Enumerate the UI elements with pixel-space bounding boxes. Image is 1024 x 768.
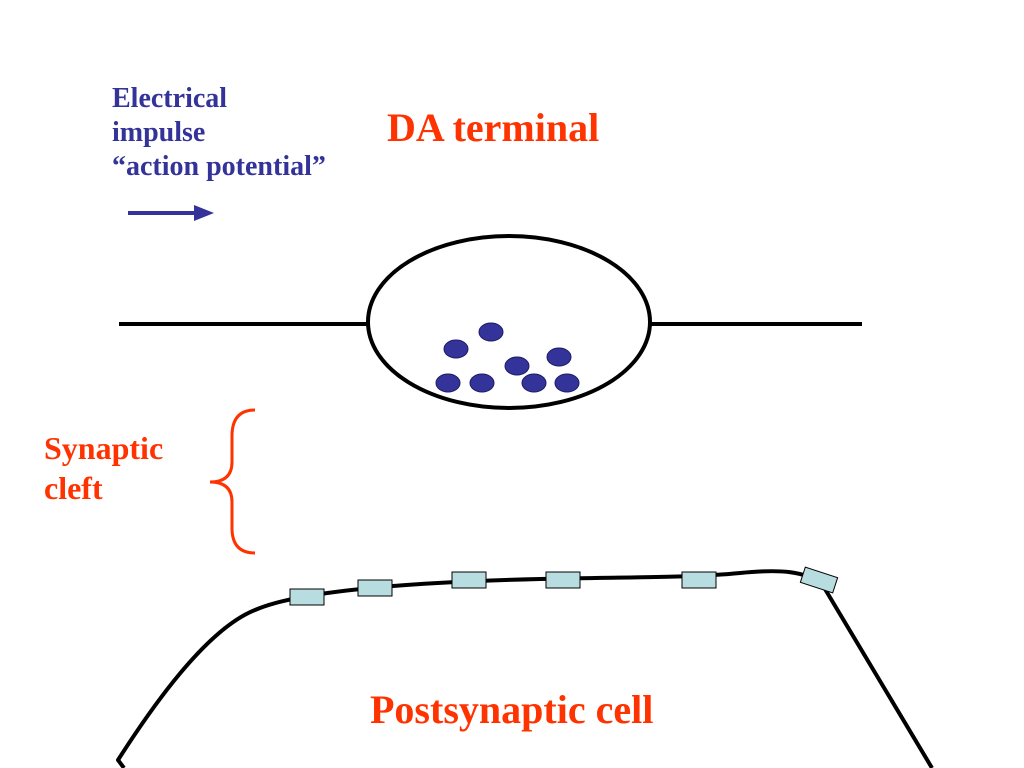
receptor xyxy=(799,566,839,594)
da-terminal xyxy=(366,234,652,410)
vesicle xyxy=(469,373,495,393)
impulse-label-line: impulse xyxy=(112,117,206,148)
vesicle xyxy=(504,356,530,376)
receptors xyxy=(289,566,839,606)
curly-brace-icon xyxy=(209,408,256,555)
vesicle xyxy=(521,373,547,393)
receptor xyxy=(451,571,487,589)
synaptic-cleft-label: Synaptic cleft xyxy=(44,428,163,508)
arrow-right-icon xyxy=(128,205,214,221)
impulse-label-line: Electrical xyxy=(112,83,228,114)
synaptic-cleft-label-line: Synaptic xyxy=(44,430,164,466)
vesicles xyxy=(435,322,580,393)
receptor xyxy=(681,571,717,589)
postsynaptic-membrane xyxy=(116,569,934,768)
synaptic-cleft-label-line: cleft xyxy=(44,470,103,506)
receptor xyxy=(357,579,393,597)
receptor xyxy=(545,571,581,589)
receptor xyxy=(289,588,325,606)
vesicle xyxy=(443,339,469,359)
vesicle xyxy=(554,373,580,393)
vesicle xyxy=(478,322,504,342)
vesicle xyxy=(435,373,461,393)
postsynaptic-label: Postsynaptic cell xyxy=(370,687,654,732)
vesicle xyxy=(546,347,572,367)
impulse-label: Electrical impulse “action potential” xyxy=(112,82,326,184)
terminal-label: DA terminal xyxy=(387,105,600,150)
impulse-label-line: “action potential” xyxy=(112,151,326,182)
